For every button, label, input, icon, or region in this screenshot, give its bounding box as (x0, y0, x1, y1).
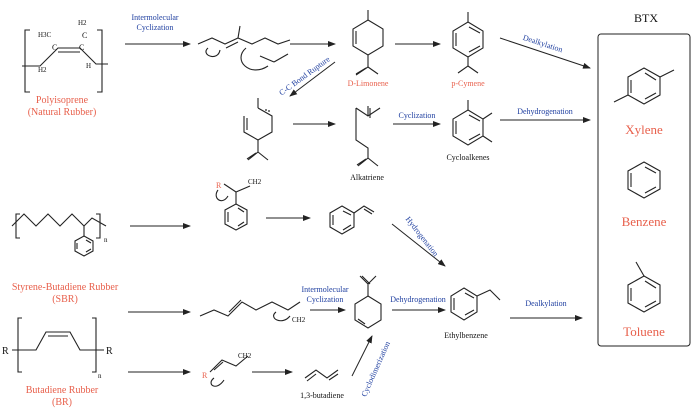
br-chain-structure (199, 299, 301, 322)
atom-h: H (86, 62, 91, 70)
isoprene-chain-structure (197, 25, 291, 71)
polyisoprene-structure: H3C H2 C C C H2 H (22, 19, 108, 93)
sbr-subscript-n: n (104, 236, 108, 244)
cymene-structure (452, 12, 484, 74)
btx-box (597, 33, 691, 347)
vinylcyclohexene-structure (354, 275, 382, 329)
label-sbr-abbr: (SBR) (52, 294, 78, 305)
atom-c3: C (82, 31, 87, 40)
label-ethylbenzene: Ethylbenzene (444, 331, 488, 340)
step-hydrogenation: Hydrogenation (404, 215, 441, 258)
step-dealkylation-1: Dealkylation (522, 33, 564, 54)
label-br-abbr: (BR) (52, 397, 72, 408)
atom-c2: C (79, 43, 84, 52)
step-cc-bond-rupture: C-C Bond Rupture (277, 54, 332, 97)
limonene-structure (352, 10, 384, 76)
br-structure (12, 317, 104, 373)
styrene-structure (329, 205, 375, 235)
atom-ch2-br: CH2 (238, 352, 252, 360)
btx-title: BTX (634, 11, 658, 25)
step-intermolecular-2b: Cyclization (307, 295, 344, 304)
atom-r-left: R (2, 346, 9, 357)
arrow-cymene-to-xylene (499, 37, 591, 69)
label-toluene: Toluene (623, 324, 665, 339)
atom-h3c: H3C (38, 31, 52, 39)
label-sbr: Styrene-Butadiene Rubber (12, 282, 119, 293)
label-alkatriene: Alkatriene (350, 173, 384, 182)
label-limonene: D-Limonene (348, 79, 389, 88)
atom-h2-top: H2 (78, 19, 87, 27)
step-dehydrogenation-1: Dehydrogenation (517, 107, 573, 116)
step-intermolecular-2a: Intermolecular (301, 285, 348, 294)
arrow-cc-rupture (289, 61, 336, 97)
atom-r-right: R (106, 346, 113, 357)
step-cyclodimerization: Cyclodimerization (359, 340, 391, 398)
benzene-structure (627, 161, 661, 199)
br-radical-structure (209, 355, 249, 387)
atom-ch2-br-chain: CH2 (292, 316, 306, 324)
label-cymene: p-Cymene (451, 79, 485, 88)
label-butadiene: 1,3-butadiene (300, 391, 344, 400)
alkatriene-structure (355, 106, 381, 167)
label-natural-rubber: (Natural Rubber) (28, 107, 97, 118)
ring-radical-structure (243, 98, 273, 161)
br-subscript-n: n (98, 372, 102, 380)
step-dealkylation-2: Dealkylation (525, 299, 566, 308)
styrene-radical-structure (215, 183, 251, 231)
ethylbenzene-structure (450, 287, 501, 321)
label-br: Butadiene Rubber (26, 385, 99, 396)
butadiene-structure (304, 369, 339, 382)
arrow-cyclodimerization (351, 335, 373, 377)
atom-c1: C (52, 43, 57, 52)
step-dehydrogenation-2: Dehydrogenation (390, 295, 446, 304)
xylene-structure (613, 67, 675, 105)
label-polyisoprene: Polyisoprene (36, 95, 89, 106)
atom-r-br: R (202, 371, 208, 380)
toluene-structure (627, 261, 661, 313)
label-xylene: Xylene (625, 122, 663, 137)
sbr-structure (11, 213, 107, 257)
step-intermolecular-1b: Cyclization (137, 23, 174, 32)
arrow-styrene-to-ethylbenzene (391, 223, 446, 267)
atom-ch2-sbr: CH2 (248, 178, 262, 186)
label-benzene: Benzene (622, 214, 667, 229)
step-cyclization: Cyclization (399, 111, 436, 120)
atom-h2-bot: H2 (38, 66, 47, 74)
label-cycloalkenes: Cycloalkenes (446, 153, 489, 162)
cycloalkene-structure (452, 100, 493, 146)
step-intermolecular-1a: Intermolecular (131, 13, 178, 22)
atom-r-sbr: R (216, 181, 222, 190)
